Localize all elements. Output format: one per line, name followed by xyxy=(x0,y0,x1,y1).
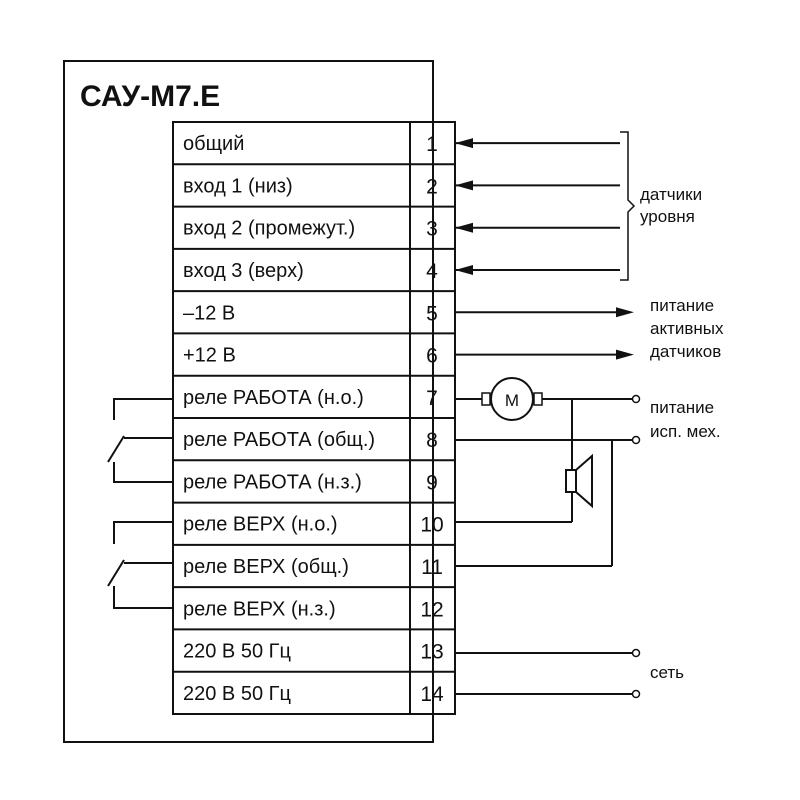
power-plus12-arrow-icon xyxy=(616,349,634,360)
motor-letter: М xyxy=(505,391,519,410)
terminal-number: 10 xyxy=(420,514,443,537)
terminal-label: +12 В xyxy=(183,345,236,367)
terminal-rows: общий 1 вход 1 (низ) 2 вход 2 (промежут.) 3 вх… xyxy=(173,133,455,706)
power-active-label-line3: датчиков xyxy=(650,342,721,361)
mains-terminal-1 xyxy=(631,648,641,658)
motor-terminal-right xyxy=(533,392,543,406)
terminal-label: 220 В 50 Гц xyxy=(183,683,291,705)
terminal-number: 4 xyxy=(426,260,438,283)
device-title: САУ-М7.Е xyxy=(80,80,220,113)
sensor-input-2-arrow-icon xyxy=(455,180,473,191)
relay-top-switch-icon xyxy=(107,559,125,587)
relay-work-no-wire xyxy=(113,398,173,420)
sensors-label-line2: уровня xyxy=(640,207,695,226)
terminal-number: 1 xyxy=(426,133,438,156)
device-housing xyxy=(63,60,434,743)
terminal-number: 6 xyxy=(426,345,438,368)
sensor-input-1-arrow-icon xyxy=(455,138,473,149)
sensor-input-4-arrow-icon xyxy=(455,265,473,275)
terminal-number: 14 xyxy=(420,683,444,706)
terminal-label: реле РАБОТА (общ.) xyxy=(183,429,375,451)
terminal-label: вход 2 (промежут.) xyxy=(183,218,355,240)
mains-terminal-2 xyxy=(631,689,641,699)
power-active-label-line2: активных xyxy=(650,319,724,338)
speaker-icon xyxy=(575,453,593,509)
mech-power-terminal-2 xyxy=(631,435,641,445)
relay-top-nc-wire xyxy=(113,586,173,609)
relay-work-nc-wire xyxy=(113,462,173,483)
sensors-label-line1: датчики xyxy=(640,185,702,204)
relay-work-switch-icon xyxy=(107,435,125,463)
mech-power-terminal-1 xyxy=(631,394,641,404)
siren-body xyxy=(565,469,577,493)
terminal-label: реле РАБОТА (н.о.) xyxy=(183,387,364,409)
terminal-label: вход 1 (низ) xyxy=(183,175,293,197)
terminal-number: 2 xyxy=(426,175,438,198)
terminal-number: 3 xyxy=(426,218,438,241)
sensors-brace xyxy=(620,131,636,281)
power-minus12-arrow-icon xyxy=(616,307,634,318)
power-mech-label-line2: исп. мех. xyxy=(650,422,721,441)
terminal-label: реле РАБОТА (н.з.) xyxy=(183,471,362,493)
terminal-label: 220 В 50 Гц xyxy=(183,641,291,663)
terminal-number: 11 xyxy=(421,556,443,579)
terminal-number: 13 xyxy=(420,641,443,664)
terminal-label: вход 3 (верх) xyxy=(183,260,304,282)
motor-symbol xyxy=(490,377,534,421)
relay-top-no-wire xyxy=(113,521,173,544)
terminal-number: 9 xyxy=(426,471,438,494)
sensor-input-3-arrow-icon xyxy=(455,222,473,233)
terminal-label: общий xyxy=(183,133,244,155)
terminal-number: 7 xyxy=(426,387,438,410)
terminal-number: 5 xyxy=(426,302,438,325)
mains-label: сеть xyxy=(650,663,684,682)
terminal-label: –12 В xyxy=(183,302,235,324)
terminal-label: реле ВЕРХ (общ.) xyxy=(183,556,349,578)
power-active-label-line1: питание xyxy=(650,296,714,315)
terminal-number: 12 xyxy=(420,598,443,621)
power-mech-label-line1: питание xyxy=(650,398,714,417)
motor-terminal-left xyxy=(481,392,491,406)
terminal-label: реле ВЕРХ (н.з.) xyxy=(183,598,336,620)
terminal-label: реле ВЕРХ (н.о.) xyxy=(183,514,338,536)
terminal-number: 8 xyxy=(426,429,438,452)
